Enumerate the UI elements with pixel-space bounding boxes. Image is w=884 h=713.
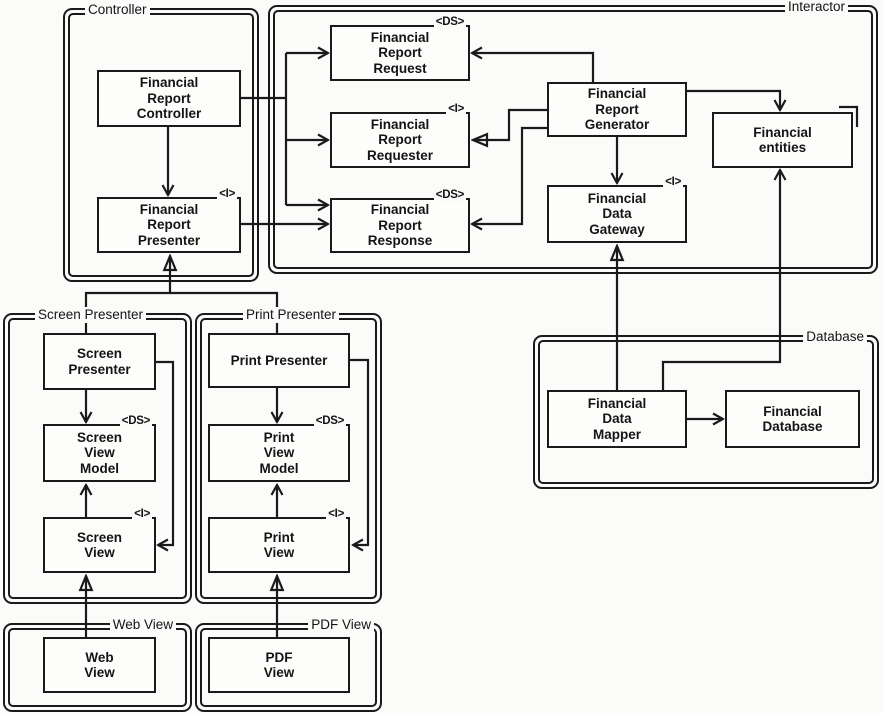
- region-web-view: Web View: [3, 617, 192, 712]
- region-label-controller: Controller: [85, 2, 150, 18]
- stereotype-tag: <I>: [446, 103, 466, 116]
- region-pdf-view: PDF View: [195, 617, 382, 712]
- stereotype-tag: <I>: [132, 508, 152, 521]
- region-label-web-view: Web View: [109, 617, 176, 633]
- region-label-interactor: Interactor: [784, 0, 848, 15]
- region-label-print-presenter: Print Presenter: [243, 307, 340, 323]
- stereotype-tag: <DS>: [433, 189, 466, 202]
- node-print-presenter: Print Presenter: [208, 333, 350, 388]
- region-label-screen-presenter: Screen Presenter: [35, 307, 147, 323]
- stereotype-tag: <DS>: [313, 415, 346, 428]
- region-label-pdf-view: PDF View: [308, 617, 374, 633]
- stereotype-tag: <DS>: [119, 415, 152, 428]
- stereotype-tag: <I>: [663, 176, 683, 189]
- stereotype-tag: <DS>: [433, 16, 466, 29]
- region-label-database: Database: [803, 329, 867, 345]
- stereotype-tag: <I>: [217, 188, 237, 201]
- stereotype-tag: <I>: [326, 508, 346, 521]
